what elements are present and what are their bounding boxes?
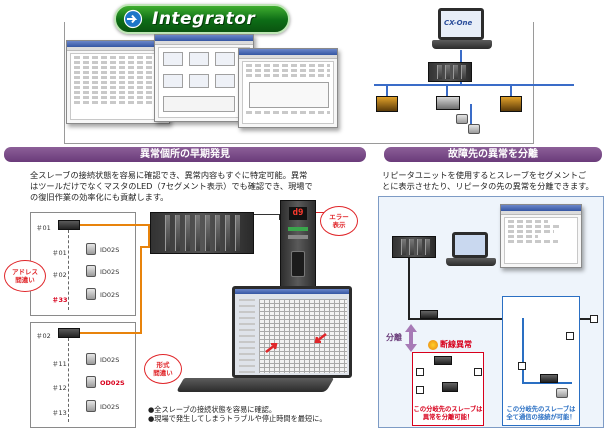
right-main-bus bbox=[408, 318, 594, 320]
comm-line-1 bbox=[80, 224, 150, 226]
group1-slave-1 bbox=[86, 243, 96, 255]
isolate-label: 分離 bbox=[386, 333, 402, 342]
error-arrow-1-icon bbox=[265, 343, 278, 353]
error-arrow-2-icon bbox=[314, 333, 327, 343]
top-device-3 bbox=[500, 96, 522, 112]
group1-slave-3 bbox=[86, 288, 96, 300]
top-network-line-h bbox=[374, 84, 574, 86]
isolate-arrow-icon bbox=[405, 324, 417, 352]
left-description: 全スレーブの接続状態を容易に確認でき、異常内容もすぐに特定可能。異常 はツールだ… bbox=[30, 170, 313, 202]
slave-group-2-box bbox=[30, 322, 136, 428]
software-window-1 bbox=[66, 40, 170, 124]
right-plc-rack bbox=[392, 236, 436, 258]
top-small-slave-2 bbox=[468, 124, 480, 134]
right-section-header: 故障先の異常を分離 bbox=[384, 147, 602, 162]
software-window-3 bbox=[238, 48, 338, 128]
repeater-unit-1 bbox=[420, 310, 438, 319]
banner-title: Integrator bbox=[152, 9, 256, 29]
comm-line-2 bbox=[80, 332, 140, 334]
monitor-laptop bbox=[175, 286, 360, 406]
cx-one-logo: CX-One bbox=[444, 19, 473, 27]
group2-master bbox=[58, 328, 80, 338]
group2-error-model: OD02S bbox=[100, 379, 125, 387]
group2-slave-2 bbox=[86, 376, 96, 388]
slave-status-grid bbox=[259, 299, 347, 373]
integrator-logo-icon bbox=[123, 9, 143, 29]
seven-segment-display: d9 bbox=[289, 207, 307, 220]
master-unit-zoom: d9 bbox=[280, 200, 316, 290]
red-segment-text: この分岐先のスレーブは異常を分離可能！ bbox=[413, 406, 483, 421]
left-section-header: 異常個所の早期発見 bbox=[4, 147, 366, 162]
group1-master bbox=[58, 220, 80, 230]
group1-error-addr: ＃33 bbox=[52, 296, 68, 304]
group1-master-addr: ＃01 bbox=[36, 224, 51, 232]
group2-master-addr: ＃02 bbox=[36, 332, 51, 340]
right-laptop bbox=[446, 232, 496, 270]
plc-rack bbox=[150, 212, 254, 254]
error-display-callout: エラー表示 bbox=[320, 206, 358, 236]
top-laptop: CX-One bbox=[432, 8, 492, 56]
group1-slave-2 bbox=[86, 265, 96, 277]
left-bullets: ●全スレーブの接続状態を容易に確認。 ●現場で発生してしまうトラブルや停止時間を… bbox=[148, 405, 327, 423]
top-small-slave-1 bbox=[456, 114, 468, 124]
blue-segment-text: この分岐先のスレーブは全て通信の接続が可能！ bbox=[506, 406, 576, 421]
top-plc-rack bbox=[428, 62, 472, 82]
software-window-2 bbox=[154, 34, 254, 122]
group2-slave-3 bbox=[86, 400, 96, 412]
address-error-callout: アドレス間違い bbox=[4, 260, 46, 292]
format-error-callout: 形式間違い bbox=[144, 354, 182, 384]
top-network-line-v bbox=[460, 50, 462, 64]
break-error-icon bbox=[428, 340, 438, 350]
group2-slave-1 bbox=[86, 353, 96, 365]
top-device-2 bbox=[436, 96, 460, 110]
right-description: リピータユニットを使用するとスレーブをセグメントご とに表示させたり、リピータの… bbox=[382, 170, 594, 191]
connected-segment-blue bbox=[502, 296, 580, 426]
break-error-label: 断線異常 bbox=[440, 340, 472, 349]
top-device-1 bbox=[376, 96, 398, 112]
right-software-window bbox=[500, 204, 582, 268]
integrator-banner: Integrator bbox=[114, 4, 290, 34]
top-frame bbox=[64, 22, 534, 144]
